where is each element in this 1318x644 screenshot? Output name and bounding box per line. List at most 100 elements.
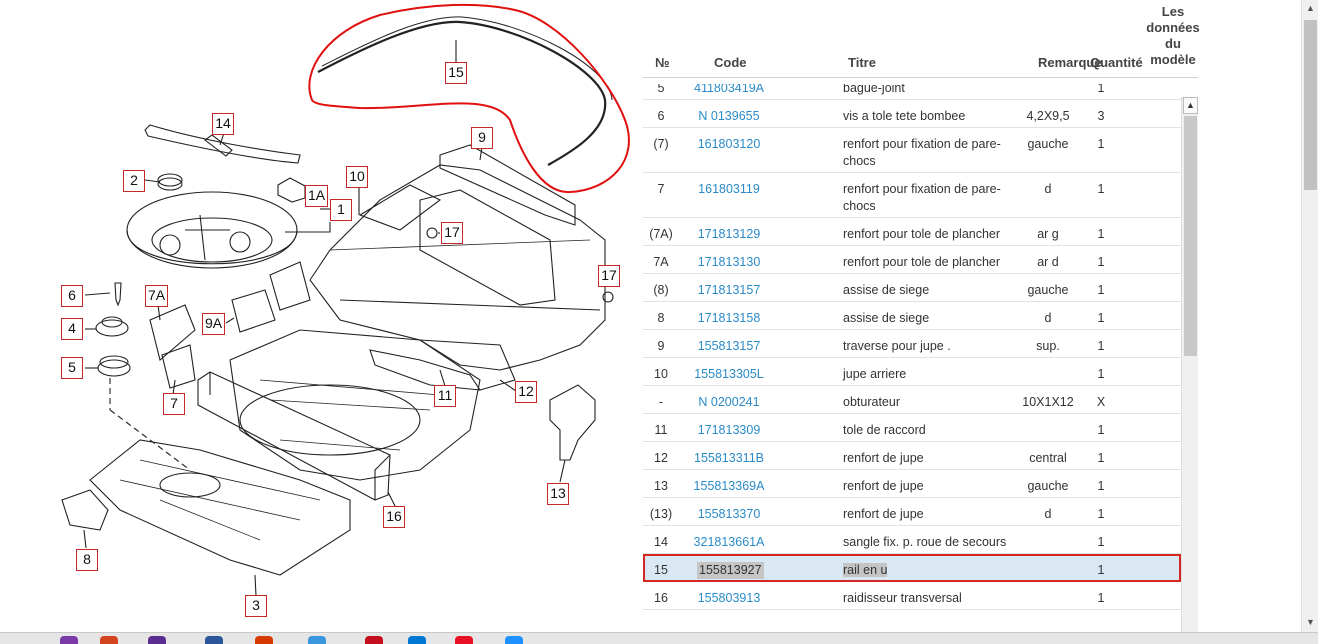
callout-5[interactable]: 5 bbox=[61, 357, 83, 379]
cell-qty: 1 bbox=[1097, 479, 1105, 493]
callout-9[interactable]: 9 bbox=[471, 127, 493, 149]
col-header-num[interactable]: № bbox=[655, 55, 670, 70]
cell-remark: ar d bbox=[1037, 255, 1059, 269]
callout-8[interactable]: 8 bbox=[76, 549, 98, 571]
cell-code-link[interactable]: 161803119 bbox=[698, 182, 760, 196]
callout-14[interactable]: 14 bbox=[212, 113, 234, 135]
callout-9A[interactable]: 9A bbox=[202, 313, 226, 335]
table-row[interactable]: 5 411803419A bague-joint 1 bbox=[643, 84, 1181, 100]
scroll-up-icon[interactable]: ▲ bbox=[1306, 3, 1315, 13]
app-icon[interactable] bbox=[148, 636, 166, 644]
cell-code-link[interactable]: 155803913 bbox=[697, 591, 761, 605]
callout-12[interactable]: 12 bbox=[515, 381, 537, 403]
col-header-code[interactable]: Code bbox=[714, 55, 747, 70]
callout-11[interactable]: 11 bbox=[434, 385, 456, 407]
cell-remark: gauche bbox=[1027, 137, 1069, 151]
callout-17a[interactable]: 17 bbox=[441, 222, 463, 244]
cell-num: 8 bbox=[657, 311, 665, 325]
callout-3[interactable]: 3 bbox=[245, 595, 267, 617]
cell-code-link[interactable]: 171813130 bbox=[697, 255, 761, 269]
app-icon[interactable] bbox=[255, 636, 273, 644]
cell-num: 14 bbox=[654, 535, 668, 549]
app-icon[interactable] bbox=[505, 636, 523, 644]
cell-code-link[interactable]: 171813158 bbox=[697, 311, 761, 325]
callout-15[interactable]: 15 bbox=[445, 62, 467, 84]
cell-code-link[interactable]: 411803419A bbox=[694, 84, 764, 95]
app-icon[interactable] bbox=[100, 636, 118, 644]
callout-4[interactable]: 4 bbox=[61, 318, 83, 340]
callout-6[interactable]: 6 bbox=[61, 285, 83, 307]
page-scrollbar[interactable]: ▲ ▼ bbox=[1301, 0, 1318, 632]
table-scrollbar[interactable]: ▲ bbox=[1181, 97, 1198, 632]
cell-code-link[interactable]: 171813157 bbox=[697, 283, 761, 297]
callout-7[interactable]: 7 bbox=[163, 393, 185, 415]
cell-qty: 1 bbox=[1097, 255, 1105, 269]
app-icon[interactable] bbox=[60, 636, 78, 644]
callout-10[interactable]: 10 bbox=[346, 166, 368, 188]
app-icon[interactable] bbox=[308, 636, 326, 644]
cell-num: 9 bbox=[657, 339, 665, 353]
callout-2[interactable]: 2 bbox=[123, 170, 145, 192]
callout-13[interactable]: 13 bbox=[547, 483, 569, 505]
cell-qty: 1 bbox=[1097, 182, 1105, 196]
cell-num: (8) bbox=[653, 283, 669, 297]
cell-code-link[interactable]: N 0139655 bbox=[698, 109, 760, 123]
scroll-down-icon[interactable]: ▼ bbox=[1306, 617, 1315, 627]
cell-code-link[interactable]: 171813129 bbox=[697, 227, 761, 241]
col-header-remark[interactable]: Remarque bbox=[1038, 55, 1102, 70]
cell-code-link[interactable]: 155813157 bbox=[697, 339, 761, 353]
cell-code-link[interactable]: 155813927 bbox=[697, 562, 764, 579]
cell-code-link[interactable]: 321813661A bbox=[693, 535, 765, 549]
scrollbar-thumb[interactable] bbox=[1184, 116, 1197, 356]
col-header-model[interactable]: Les données du modèle bbox=[1146, 4, 1200, 67]
callout-1A[interactable]: 1A bbox=[305, 185, 329, 207]
app-icon[interactable] bbox=[205, 636, 223, 644]
cell-code-link[interactable]: 161803120 bbox=[697, 137, 761, 151]
cell-qty: 1 bbox=[1097, 591, 1105, 605]
scrollbar-thumb[interactable] bbox=[1304, 20, 1317, 190]
cell-code-link[interactable]: 171813309 bbox=[697, 423, 761, 437]
cell-code-link[interactable]: 155813311B bbox=[694, 451, 764, 465]
cell-qty: 1 bbox=[1097, 451, 1105, 465]
cell-code-link[interactable]: 155813370 bbox=[697, 507, 761, 521]
scroll-up-icon[interactable]: ▲ bbox=[1183, 97, 1198, 114]
parts-table: № Code Titre Remarque Quantité Les donné… bbox=[643, 0, 1200, 632]
table-header: № Code Titre Remarque Quantité Les donné… bbox=[643, 0, 1200, 78]
callout-17b[interactable]: 17 bbox=[598, 265, 620, 287]
cell-remark: gauche bbox=[1027, 479, 1069, 493]
cell-qty: 1 bbox=[1097, 137, 1105, 151]
cell-qty: 1 bbox=[1097, 84, 1105, 95]
app-icon[interactable] bbox=[455, 636, 473, 644]
callout-1[interactable]: 1 bbox=[330, 199, 352, 221]
callout-16[interactable]: 16 bbox=[383, 506, 405, 528]
app-icon[interactable] bbox=[365, 636, 383, 644]
cell-remark: gauche bbox=[1027, 283, 1069, 297]
cell-code-link[interactable]: N 0200241 bbox=[698, 395, 760, 409]
col-header-qty[interactable]: Quantité bbox=[1090, 55, 1143, 70]
app-icon[interactable] bbox=[408, 636, 426, 644]
col-header-title[interactable]: Titre bbox=[848, 55, 876, 70]
parts-diagram: 15 14 9 2 10 1A 1 17 17 6 7A 4 9A 5 7 11… bbox=[0, 0, 640, 632]
cell-remark: sup. bbox=[1036, 339, 1060, 353]
cell-code-link[interactable]: 155813369A bbox=[693, 479, 765, 493]
callout-7A[interactable]: 7A bbox=[145, 285, 169, 307]
cell-code-link[interactable]: 155813305L bbox=[694, 367, 764, 381]
